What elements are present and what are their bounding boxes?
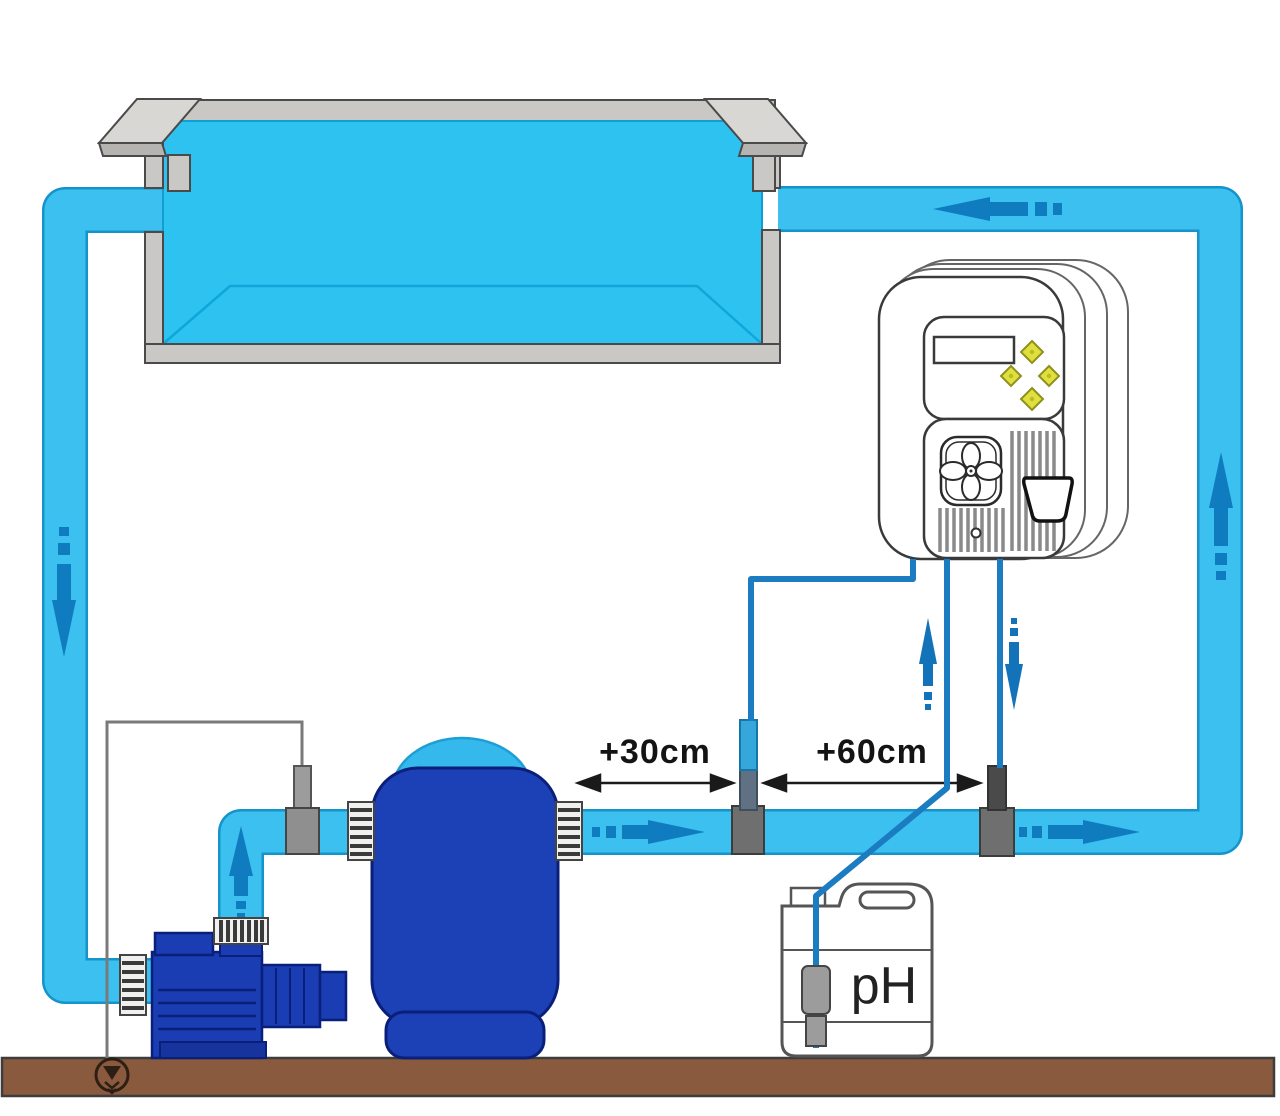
floor: [0, 1056, 1276, 1098]
flow-arrows: [52, 197, 1233, 920]
earth-ground-icon: [94, 1057, 130, 1095]
ground-wire: [105, 720, 320, 1058]
suction-strainer: [801, 965, 831, 1015]
flow-arrow-left-icon: [933, 197, 1062, 221]
circulation-pump: [119, 917, 348, 1060]
foot-valve: [805, 1015, 827, 1047]
pool-water: [162, 120, 763, 346]
distance-label-30cm: +30cm: [599, 733, 711, 771]
pipe-sensor-probe: [293, 765, 312, 813]
sand-filter: [347, 736, 583, 1060]
tube-flow-arrows: [919, 618, 1023, 710]
pool-coping-left: [96, 98, 203, 192]
pool: [96, 98, 809, 364]
ph-probe-assembly: [731, 719, 765, 855]
tube-arrow-down-icon: [1005, 618, 1023, 710]
distance-label-60cm: +60cm: [816, 733, 928, 771]
probe-cable-tube: [748, 559, 916, 721]
injection-valve: [987, 765, 1007, 811]
controller-display: [932, 335, 1016, 365]
controller-keypad[interactable]: [999, 339, 1061, 412]
controller-display-panel: [922, 315, 1066, 421]
canister-handle: [858, 890, 916, 910]
peristaltic-pump-icon: [939, 435, 1003, 507]
ph-canister-label: pH: [850, 957, 918, 1015]
pipe-sensor-fitting: [285, 807, 320, 855]
injection-valve-assembly: [979, 765, 1015, 857]
flow-arrow-up-pump-icon: [229, 826, 253, 920]
screw-icon: [970, 527, 982, 539]
sensor-cup-icon: [1022, 476, 1074, 523]
flow-arrow-right2-icon: [1019, 820, 1140, 844]
ph-probe: [739, 719, 758, 771]
pool-coping-right: [702, 98, 809, 192]
flow-arrow-right1-icon: [592, 820, 705, 844]
tube-arrow-up-icon: [919, 618, 937, 710]
flow-arrow-up-riser-icon: [1209, 452, 1233, 580]
flow-arrow-down-icon: [52, 527, 76, 657]
dimension-lines: [574, 773, 984, 793]
ph-controller: [877, 259, 1129, 561]
